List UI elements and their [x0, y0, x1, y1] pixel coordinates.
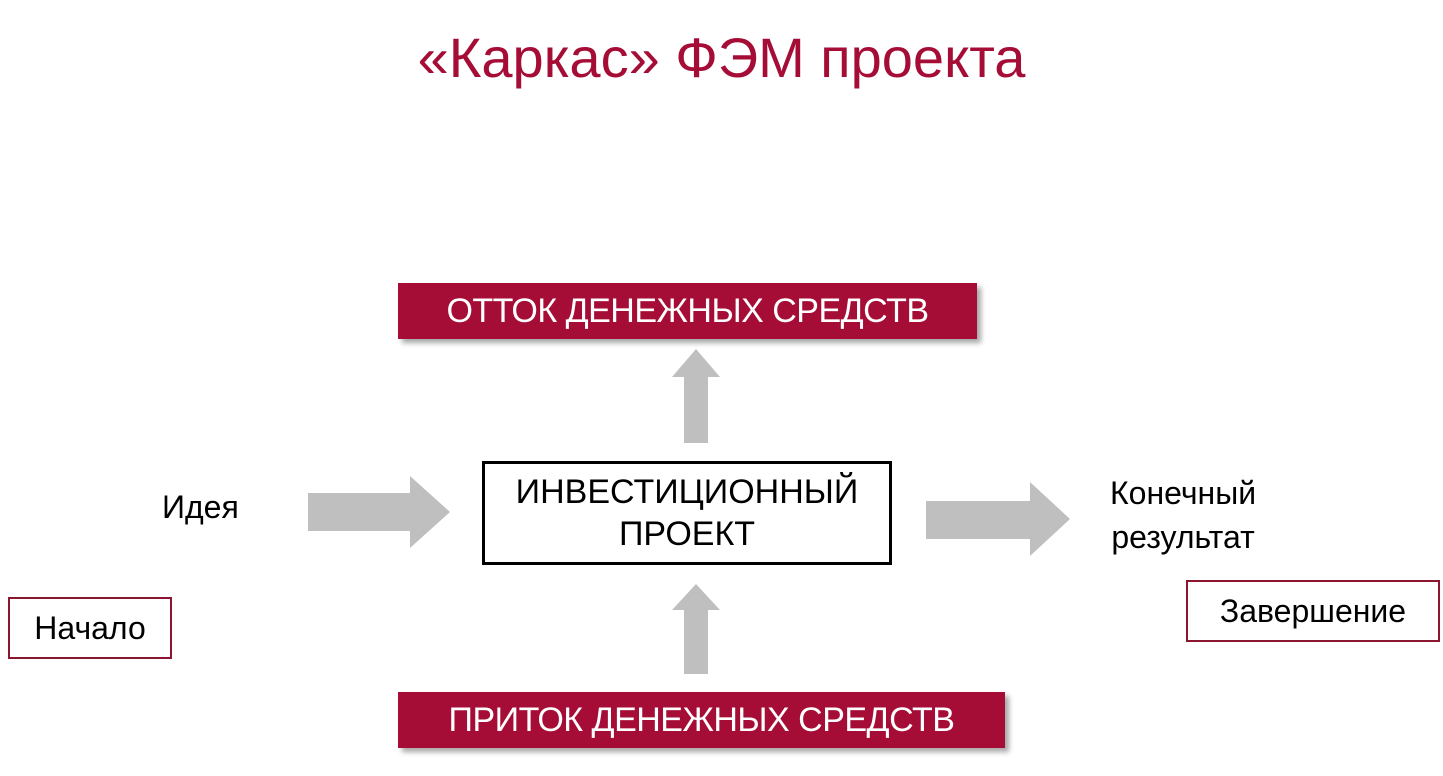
cash-outflow-banner: ОТТОК ДЕНЕЖНЫХ СРЕДСТВ [398, 283, 977, 339]
finish-box: Завершение [1186, 580, 1440, 642]
project-line-2: ПРОЕКТ [618, 515, 756, 553]
arrow-right-icon [926, 482, 1070, 556]
result-line-2: результат [1111, 519, 1255, 555]
arrow-up-icon [672, 584, 720, 674]
cash-inflow-banner: ПРИТОК ДЕНЕЖНЫХ СРЕДСТВ [398, 692, 1005, 748]
project-line-1: ИНВЕСТИЦИОННЫЙ [515, 473, 859, 511]
investment-project-box: ИНВЕСТИЦИОННЫЙ ПРОЕКТ [482, 461, 892, 565]
start-box: Начало [8, 597, 172, 659]
arrow-up-icon [672, 349, 720, 443]
arrow-right-icon [308, 476, 450, 548]
idea-label: Идея [162, 489, 239, 525]
result-line-1: Конечный [1110, 475, 1257, 511]
final-result-label: Конечный результат [1110, 471, 1256, 559]
page-title: «Каркас» ФЭМ проекта [417, 26, 1026, 89]
